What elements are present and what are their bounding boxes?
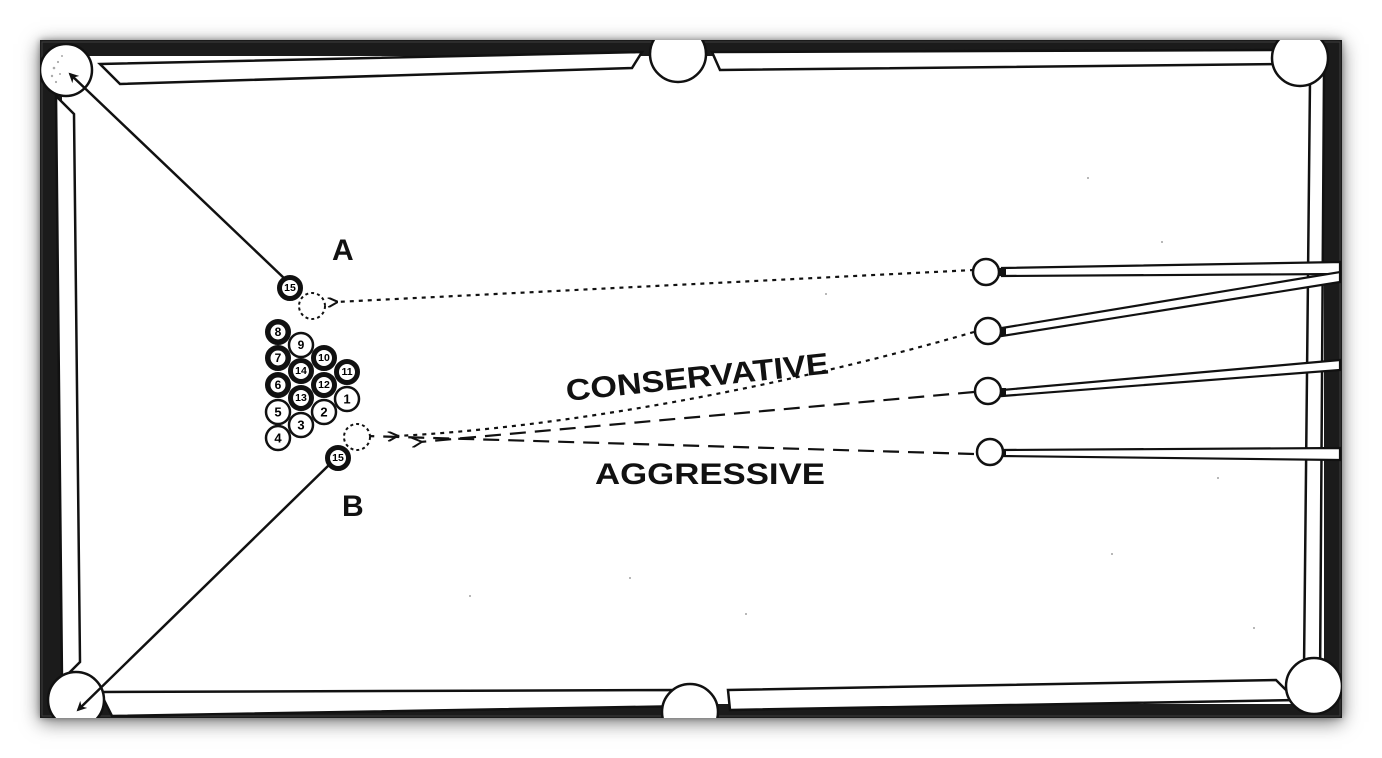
ball-12: 12 — [311, 372, 337, 398]
ball-9: 9 — [287, 331, 315, 359]
ball-number: 13 — [295, 392, 307, 404]
cushion-top-left — [97, 50, 645, 86]
cue-tip — [998, 268, 1006, 276]
pool-table: 8 9 7 10 14 11 6 — [40, 40, 1342, 718]
ball-number: 1 — [343, 392, 350, 407]
ball-number: 7 — [275, 351, 282, 365]
ball-number: 5 — [274, 405, 281, 420]
cue-path-conservative — [396, 330, 975, 436]
ball-1: 1 — [333, 385, 361, 413]
ball-10: 10 — [311, 345, 337, 371]
pocket-icon — [1270, 40, 1330, 88]
ball-number: 15 — [284, 282, 296, 294]
ball-2: 2 — [310, 398, 338, 426]
ball-5: 5 — [264, 398, 292, 426]
ball-number: 11 — [341, 366, 352, 378]
cue-path-a — [336, 268, 975, 302]
ball-number: 3 — [297, 418, 304, 433]
arrow-icon — [76, 463, 331, 712]
pocket-icon — [660, 682, 720, 718]
pocket-icon — [46, 670, 106, 718]
pool-table-diagram: 8 9 7 10 14 11 6 — [40, 40, 1342, 718]
cue-path-aggressive — [365, 434, 975, 456]
object-ball-a: 15 — [277, 275, 303, 301]
label-aggressive: AGGRESSIVE — [595, 458, 825, 491]
ghost-ball-icon — [343, 423, 371, 451]
print-specks — [469, 177, 1255, 629]
ball-13: 13 — [288, 385, 314, 411]
rack: 8 9 7 10 14 11 6 — [264, 319, 361, 452]
cue-ball-icon — [973, 376, 1003, 406]
cushion-left — [54, 92, 82, 683]
ball-4: 4 — [264, 424, 292, 452]
label-position-a: A — [332, 234, 354, 267]
cue-ball-icon — [971, 257, 1001, 287]
ball-number: 6 — [275, 378, 282, 392]
ball-number: 15 — [332, 452, 344, 464]
ghost-ball-icon — [298, 292, 326, 320]
ball-14: 14 — [288, 358, 314, 384]
object-ball-b: 15 — [325, 445, 351, 471]
arrow-icon — [68, 72, 287, 281]
cue-ball-icon — [973, 316, 1003, 346]
ball-3: 3 — [287, 411, 315, 439]
label-position-b: B — [342, 490, 364, 523]
ball-number: 10 — [318, 352, 330, 364]
ball-number: 9 — [298, 338, 305, 352]
pocket-icon — [648, 40, 708, 84]
cue-ball-icon — [975, 437, 1005, 467]
ball-11: 11 — [334, 359, 360, 385]
ball-number: 14 — [295, 365, 307, 377]
ball-number: 8 — [275, 325, 282, 339]
ball-number: 4 — [274, 431, 282, 446]
cue-path-aggressive-upper — [420, 390, 975, 442]
ball-6: 6 — [265, 372, 291, 398]
pocket-icon — [1284, 656, 1342, 716]
pocket-shading — [50, 55, 63, 84]
ball-number: 12 — [318, 379, 330, 391]
ball-7: 7 — [265, 345, 291, 371]
ball-number: 2 — [320, 405, 327, 420]
ball-8: 8 — [265, 319, 291, 345]
